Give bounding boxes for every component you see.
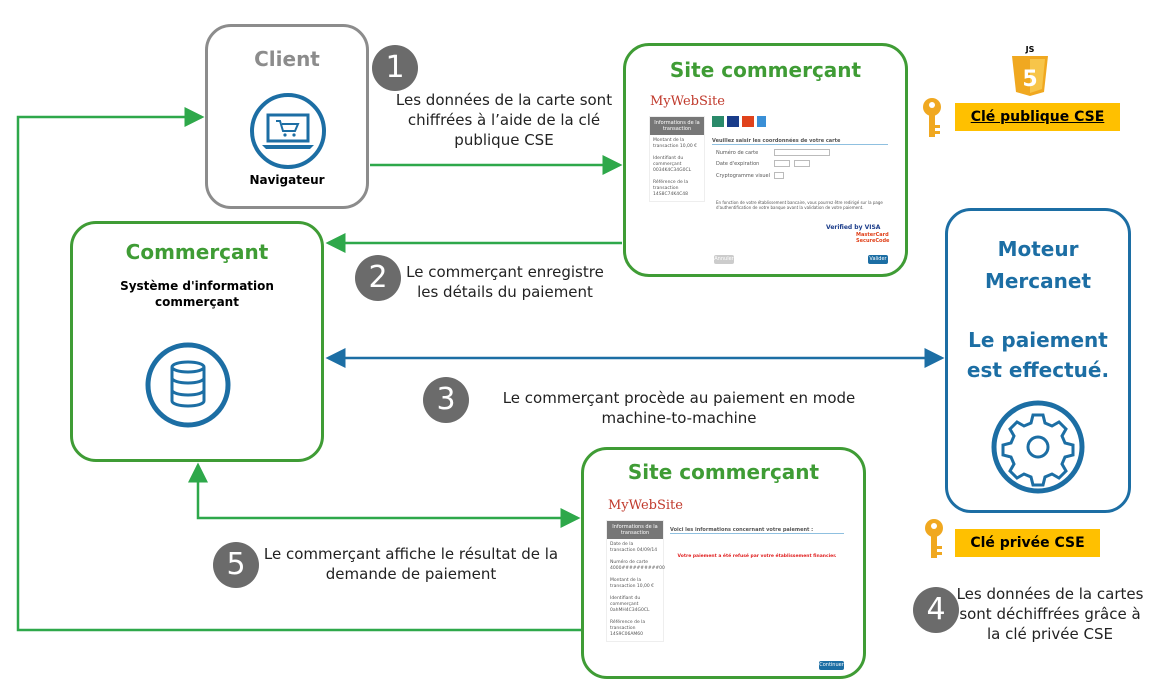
site2-logo: MyWebSite	[608, 498, 683, 513]
step-3-text: Le commerçant procède au paiement en mod…	[502, 389, 856, 427]
step-1-badge: 1	[372, 45, 418, 91]
sidebar-item: Identifiant du commerçant 0034K4C34G0CL	[653, 156, 692, 173]
step-1-text: Les données de la carte sont chiffrées à…	[395, 91, 613, 149]
site2-box: Site commerçant MyWebSite Informations d…	[581, 447, 866, 679]
sidebar-head: Informations de la transaction	[650, 117, 704, 135]
client-box: Client Navigateur	[205, 24, 369, 209]
sidebar-item: Identifiant du commerçant 0ahMH4C34G0CL	[610, 596, 650, 613]
step-2-text: Le commerçant enregistre les détails du …	[406, 263, 604, 301]
amex-card-icon	[757, 116, 766, 127]
sidebar-item: Référence de la transaction 14S9C06AM60	[610, 620, 646, 637]
public-key-label: Clé publique CSE	[955, 103, 1120, 131]
field-label: Date d'expiration	[716, 161, 760, 167]
step-4-text: Les données de la cartes sont déchiffrée…	[956, 585, 1144, 643]
field-label: Numéro de carte	[716, 150, 759, 156]
card-logos	[712, 116, 766, 129]
form-title: Veuillez saisir les coordonnées de votre…	[712, 138, 888, 145]
continue-button[interactable]: Continuer	[819, 661, 844, 670]
private-key-label: Clé privée CSE	[955, 529, 1100, 557]
merchant-subtitle: Système d'information commerçant	[120, 279, 274, 309]
result-message: Votre paiement a été refusé par votre ét…	[677, 554, 837, 559]
month-select[interactable]	[774, 160, 790, 167]
cb-card-icon	[712, 116, 724, 127]
step-3-badge: 3	[423, 377, 469, 423]
step-5-text: Le commerçant affiche le résultat de la …	[263, 545, 559, 583]
sidebar-item: Date de la transaction 04/09/14	[610, 542, 658, 553]
visa-card-icon	[727, 116, 739, 127]
merchant-box: Commerçant Système d'information commerç…	[70, 221, 324, 462]
mastercard-icon	[742, 116, 754, 127]
arrow-merchant-to-site2	[188, 462, 581, 528]
merchant-title: Commerçant	[125, 240, 269, 264]
sidebar-item: Référence de la transaction 14S8C74K4C48	[653, 180, 689, 197]
field-label: Cryptogramme visuel	[716, 173, 770, 179]
site2-sidebar: Informations de la transaction Date de l…	[606, 520, 665, 642]
client-subtitle: Navigateur	[249, 173, 325, 187]
laptop-cart-icon	[250, 93, 326, 169]
year-select[interactable]	[794, 160, 810, 167]
site1-screenshot: MyWebSite Informations de la transaction…	[646, 92, 891, 264]
client-title: Client	[254, 47, 320, 71]
sidebar-head: Informations de la transaction	[607, 521, 663, 539]
gear-icon	[991, 400, 1085, 494]
site2-title: Site commerçant	[627, 460, 820, 484]
database-icon	[145, 342, 231, 428]
site1-title: Site commerçant	[669, 58, 862, 82]
site1-sidebar: Informations de la transaction Montant d…	[649, 116, 705, 202]
verified-visa-logo: Verified by VISA	[826, 224, 881, 231]
payment-status: Le paiement est effectué.	[966, 328, 1110, 382]
sidebar-item: Montant de la transaction 10,00 €	[610, 578, 655, 589]
key-icon	[923, 98, 941, 137]
mercanet-box: Moteur Mercanet Le paiement est effectué…	[945, 208, 1131, 513]
mercanet-title: Moteur Mercanet	[984, 237, 1092, 293]
cvv-input[interactable]	[774, 172, 784, 179]
cancel-button[interactable]: Annuler	[714, 255, 734, 264]
step-2-badge: 2	[355, 255, 401, 301]
notice: En fonction de votre établissement banca…	[716, 200, 883, 210]
site1-box: Site commerçant MyWebSite Informations d…	[623, 43, 908, 277]
result-title: Voici les informations concernant votre …	[670, 527, 844, 534]
svg-text:JS: JS	[1025, 45, 1035, 54]
card-number-input[interactable]	[774, 149, 830, 156]
step-5-badge: 5	[213, 542, 259, 588]
site1-logo: MyWebSite	[650, 94, 725, 109]
sidebar-item: Montant de la transaction 10,00 €	[653, 138, 698, 149]
securecode-logo: MasterCard SecureCode	[856, 232, 890, 244]
arrow-site2-to-client	[16, 107, 581, 632]
step-4-badge: 4	[913, 587, 959, 633]
sidebar-item: Numéro de carte 4000##########00	[610, 560, 665, 571]
key-icon	[925, 519, 943, 558]
validate-button[interactable]: Valider	[868, 255, 888, 264]
js-icon: JS 5	[1012, 45, 1048, 96]
site2-screenshot: MyWebSite Informations de la transaction…	[604, 496, 849, 670]
svg-text:5: 5	[1022, 67, 1037, 92]
